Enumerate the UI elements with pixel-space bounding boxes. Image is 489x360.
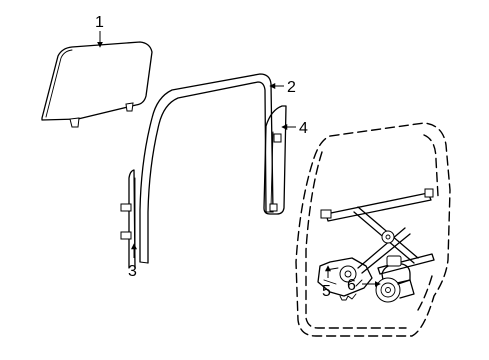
callout-1: 1 <box>95 14 104 31</box>
callout-4: 4 <box>299 120 308 137</box>
front-lower-guide <box>120 169 136 269</box>
callout-labels: 1 2 3 4 5 6 <box>95 14 356 300</box>
callout-2: 2 <box>287 79 296 96</box>
callout-6: 6 <box>347 277 356 294</box>
leader-lines <box>97 31 381 287</box>
rear-lower-guide <box>263 105 287 215</box>
regulator-motor <box>375 255 415 303</box>
callout-5: 5 <box>322 283 331 300</box>
door-glass <box>41 41 153 128</box>
callout-3: 3 <box>128 263 137 280</box>
door-inner-panel <box>295 122 451 337</box>
glass-run-channel <box>139 73 274 264</box>
window-regulator <box>317 188 435 301</box>
